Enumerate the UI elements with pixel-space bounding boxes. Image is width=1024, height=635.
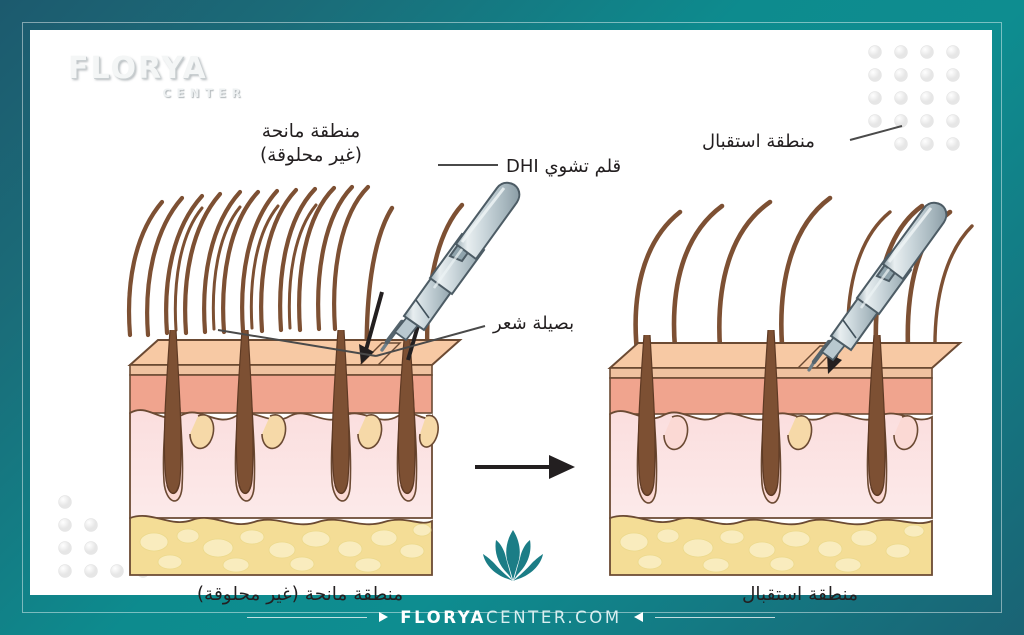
illustration-canvas: FLORYA CENTER منطقة مانحة (غير محلوقة) ق… [30, 30, 992, 605]
donor-surface-hairs [126, 184, 371, 338]
dot-grid-topright [868, 45, 960, 151]
caption-donor: منطقة مانحة (غير محلوقة) [196, 584, 404, 605]
footer-bar: FLORYACENTER.COM [30, 599, 992, 635]
leader-follicle-left [375, 325, 486, 357]
recipient-skin-top-face [607, 342, 963, 369]
flow-arrow [475, 455, 575, 479]
label-donor-area: منطقة مانحة (غير محلوقة) [259, 121, 363, 167]
arrow-right-icon [379, 612, 389, 622]
label-recipient-area: منطقة استقبال [702, 131, 815, 152]
donor-deep-follicles [162, 329, 439, 502]
footer-rule-right [654, 616, 775, 618]
footer-url-light: CENTER.COM [486, 607, 622, 627]
leader-follicle-left2 [217, 329, 377, 357]
label-dhi-pen: قلم تشوي DHI [506, 156, 622, 177]
recipient-fat-cells [619, 524, 925, 573]
donor-surface-hairs-thin [173, 203, 318, 332]
footer-rule-left [247, 616, 368, 618]
florya-logo: FLORYA CENTER [68, 51, 248, 101]
dhi-implanter-pen-recipient [807, 201, 948, 372]
follicle [760, 329, 813, 504]
follicle [330, 329, 383, 502]
dot-grid-bottomleft [58, 495, 150, 578]
arrow-left-icon [633, 612, 643, 622]
panel-recipient [607, 195, 974, 576]
follicle [866, 334, 919, 504]
dhi-diagram-svg [58, 45, 974, 578]
donor-fat-cells [139, 523, 432, 573]
follicle [234, 329, 287, 502]
leader-recipient [849, 125, 903, 141]
logo-wordmark: FLORYA [68, 51, 208, 86]
footer-url[interactable]: FLORYACENTER.COM [400, 608, 621, 627]
label-hair-follicle: بصيلة شعر [493, 313, 575, 334]
follicle [636, 334, 689, 504]
frame-inner-hairline [22, 22, 1002, 613]
logo-subtext: CENTER [162, 86, 246, 100]
recipient-deep-follicles [636, 329, 919, 504]
caption-recipient: منطقة استقبال [741, 584, 859, 605]
leader-lines [217, 125, 903, 357]
footer-url-bold: FLORYA [400, 607, 487, 627]
florya-leaf-emblem [483, 530, 543, 581]
panel-donor [126, 181, 521, 576]
follicle [162, 329, 215, 502]
dhi-implanter-pen-donor [380, 181, 521, 352]
follicle [396, 339, 439, 502]
